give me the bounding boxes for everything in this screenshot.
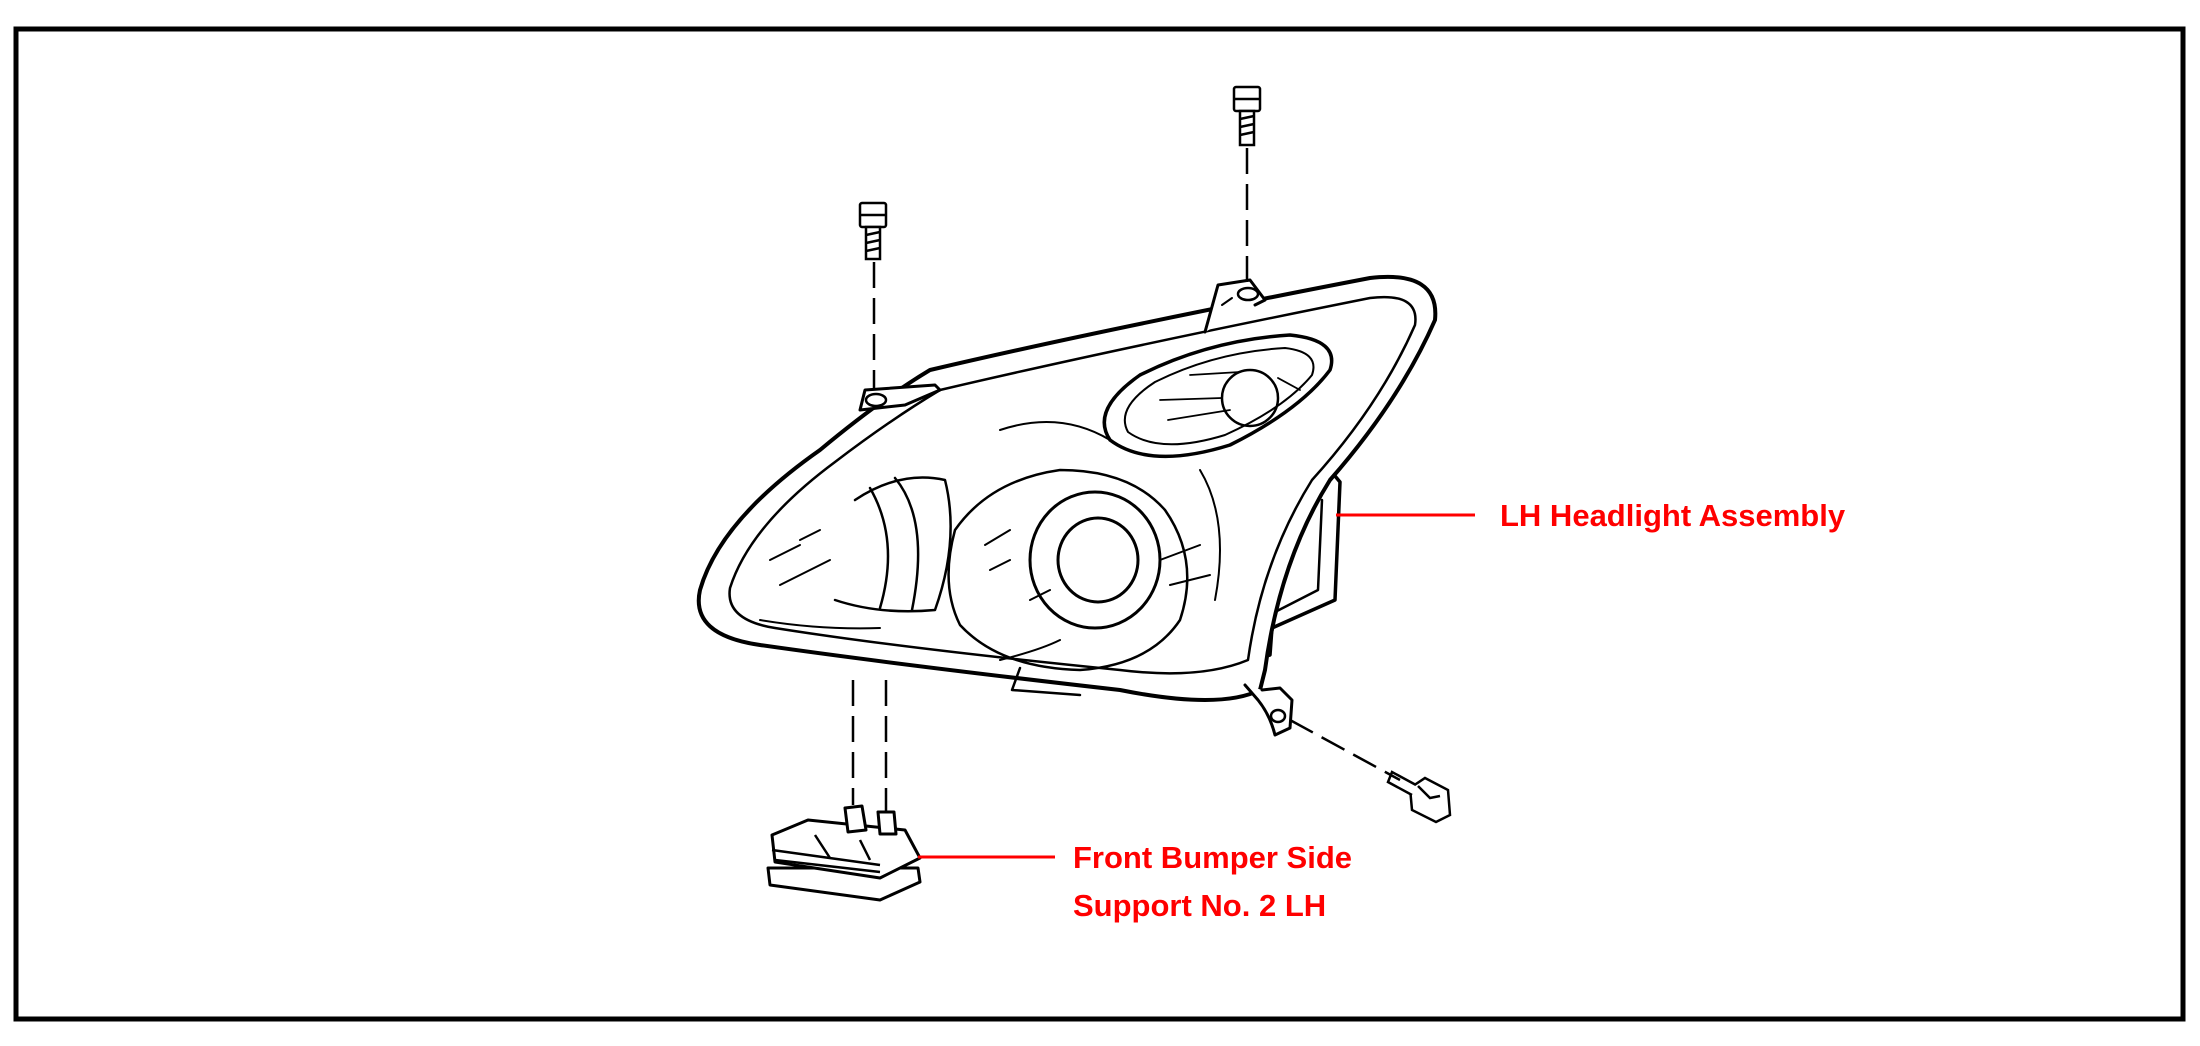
callout-bumper-support-line1: Front Bumper Side (1073, 840, 1352, 875)
callout-bumper-support-line2: Support No. 2 LH (1073, 888, 1326, 923)
bumper-support (766, 804, 922, 902)
bracket-top-left-hole (864, 392, 888, 408)
bolt-left (858, 201, 888, 261)
bracket-top-left (858, 383, 942, 412)
support-clip (843, 804, 868, 834)
support-rails (771, 834, 881, 874)
callout-headlight-label: LH Headlight Assembly (1500, 498, 1846, 533)
upper-lamp-reflector (1159, 371, 1301, 421)
projector-details (984, 529, 1211, 601)
dash-lower-right-bolt (1289, 718, 1401, 782)
upper-lamp-oval-inner (1123, 347, 1315, 446)
headlight-inner-bezel (728, 295, 1417, 675)
headlight-assembly (696, 275, 1438, 737)
left-reflector (833, 476, 952, 613)
bracket-top-right (1203, 278, 1267, 334)
bottom-tab (1010, 666, 1082, 697)
bracket-top-right-rib (1221, 297, 1233, 306)
projector-lens-inner (1056, 516, 1140, 604)
bolt-top-right (1232, 85, 1262, 147)
bracket-lower-right-hole (1269, 708, 1287, 724)
support-clip-2 (876, 810, 898, 836)
housing-edge (1273, 498, 1324, 614)
bracket-top-right-hole (1236, 286, 1260, 302)
projector-housing (947, 468, 1189, 672)
alignment-lines (851, 148, 1401, 812)
left-reflector-details (769, 529, 831, 586)
left-reflector-ribs (868, 476, 920, 612)
lens-curves (759, 421, 1221, 661)
upper-lamp-oval (1102, 333, 1334, 459)
